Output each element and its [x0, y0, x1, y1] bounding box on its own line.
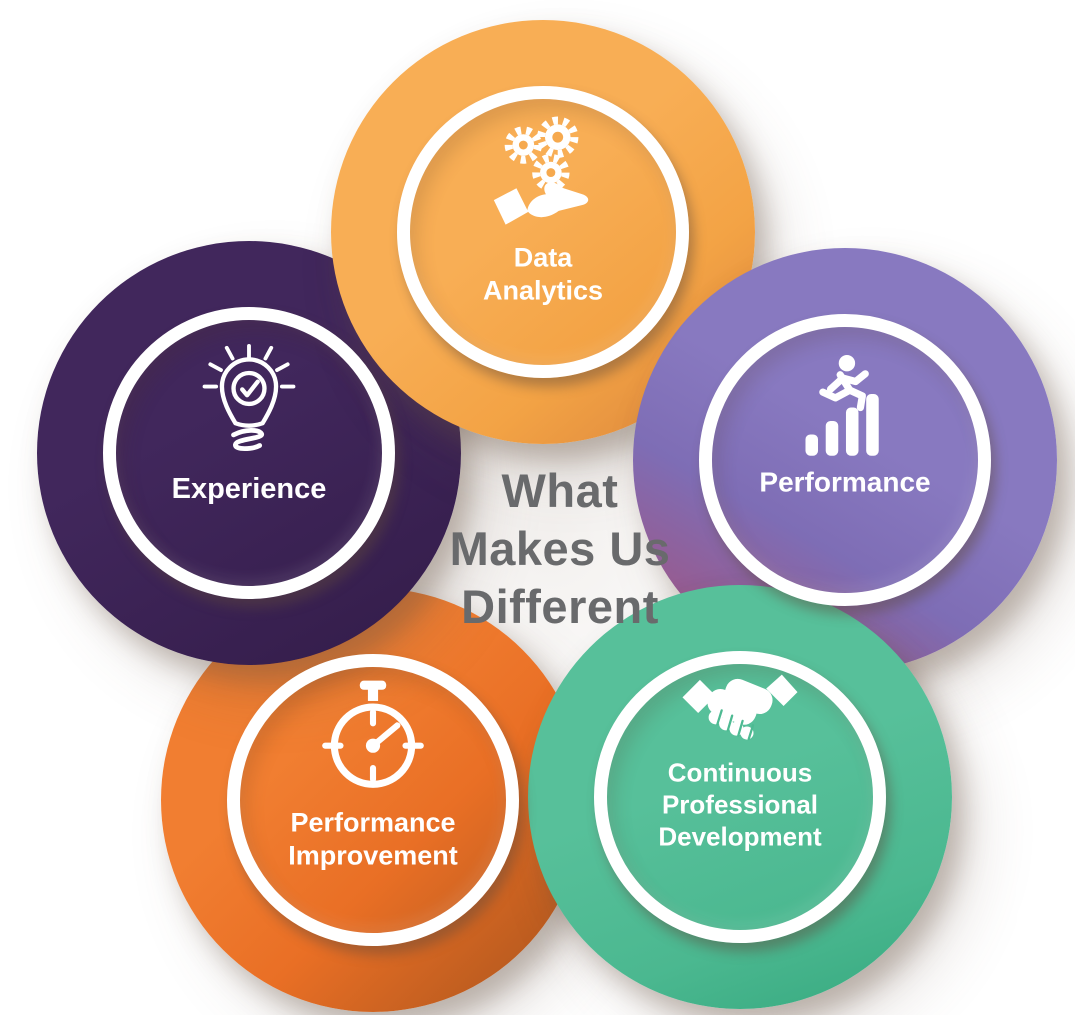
- node-continuous-professional-development: Continuous Professional Development: [528, 585, 952, 1009]
- runner-bars-icon: [805, 355, 879, 456]
- experience-content: Experience: [124, 338, 374, 508]
- title-line-2: Makes Us: [449, 522, 671, 575]
- title-line-3: Different: [461, 580, 659, 633]
- cpd-label: Continuous Professional Development: [658, 757, 822, 853]
- performance-improvement-label: Performance Improvement: [288, 807, 458, 871]
- hand-gears-icon: [493, 116, 589, 225]
- title-line-1: What: [501, 464, 619, 517]
- data-analytics-content: Data Analytics: [418, 116, 668, 309]
- page-title: What Makes Us Different: [450, 462, 671, 636]
- stopwatch-icon: [322, 680, 424, 788]
- performance-content: Performance: [720, 352, 970, 501]
- performance-improvement-content: Performance Improvement: [248, 675, 498, 874]
- experience-label: Experience: [171, 473, 327, 506]
- handshake-icon: [682, 674, 798, 741]
- lightbulb-check-icon: [202, 343, 296, 452]
- performance-label: Performance: [759, 466, 931, 498]
- data-analytics-label: Data Analytics: [482, 242, 604, 306]
- cpd-content: Continuous Professional Development: [615, 669, 865, 854]
